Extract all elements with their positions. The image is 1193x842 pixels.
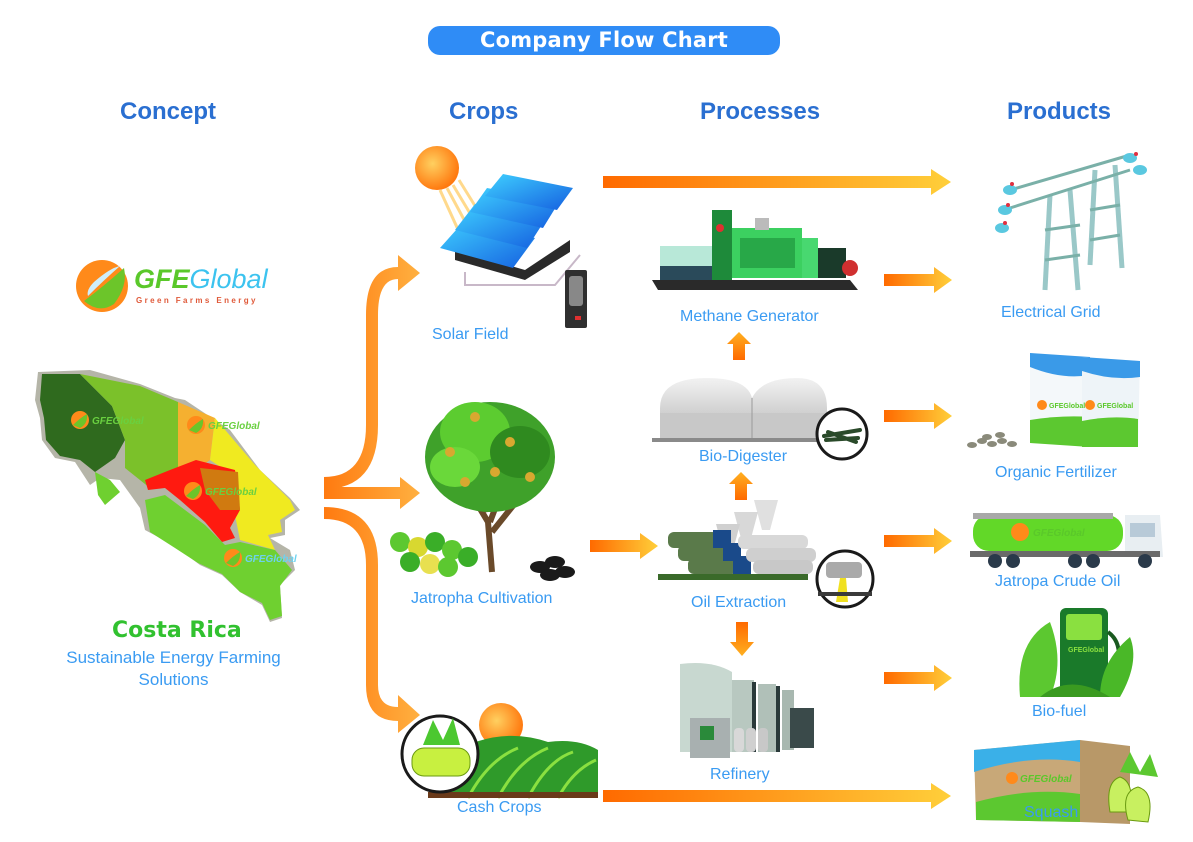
svg-text:GFEGlobal: GFEGlobal [1097,403,1133,410]
svg-text:GFEGlobal: GFEGlobal [205,487,257,498]
arrow-solar-to-grid [603,169,951,195]
costa-rica-label: Costa Rica [112,618,242,643]
power-tower-icon [995,152,1147,291]
arrow-biodigester-to-methane [727,332,751,360]
process-label-methane-generator: Methane Generator [680,308,819,325]
crop-label-jatropha: Jatropha Cultivation [411,590,553,607]
concept-brace-arrows [324,255,420,733]
map-region-south [145,495,292,620]
svg-text:GFEGlobal: GFEGlobal [208,421,260,432]
concept-description-line1: Sustainable Energy Farming [66,648,281,667]
product-label-jatropa-crude-oil: Jatropa Crude Oil [995,573,1121,590]
solar-panel-icon [415,146,587,328]
svg-text:GFEGlobal: GFEGlobal [1049,403,1085,410]
map-region-central-north [178,402,215,470]
process-label-bio-digester: Bio-Digester [699,448,788,465]
concept-description: Sustainable Energy Farming Solutions [36,647,311,691]
jatropha-tree-icon [390,402,575,581]
column-header-concept: Concept [120,98,216,125]
gfe-globe-icon [76,260,128,312]
digester-tank-icon [652,378,832,442]
fuel-pump-icon: GFEGlobal [1019,608,1134,697]
map-logo-markers: GFEGlobal GFEGlobal GFEGlobal GFEGlobal [71,411,297,567]
column-header-crops: Crops [449,98,519,125]
arrow-to-jatropha [324,477,420,509]
tanker-truck-icon: GFEGlobal [970,513,1163,568]
farm-field-icon [400,703,598,799]
arrow-methane-to-grid [884,267,952,293]
svg-text:GFEGlobal: GFEGlobal [92,416,144,427]
svg-text:GFEGlobal: GFEGlobal [245,554,297,565]
arrow-biodigester-to-fertilizer [884,403,952,429]
oil-drip-circle-icon [815,549,875,609]
logo-brand-primary: GFE [134,264,190,294]
sun-icon [415,146,459,190]
jatropha-seeds [530,556,575,581]
concept-description-line2: Solutions [138,670,209,689]
costa-rica-map: GFEGlobal GFEGlobal GFEGlobal GFEGlobal [35,370,300,622]
arrow-oil-to-refinery [730,622,754,656]
biomass-circle-icon [815,407,869,461]
svg-text:GFEGlobal: GFEGlobal [1020,774,1072,785]
svg-text:GFEGlobal: GFEGlobal [1033,528,1085,539]
product-label-electrical-grid: Electrical Grid [1001,304,1101,321]
product-label-squash: Squash [1024,804,1079,821]
page-title: Company Flow Chart [428,26,780,55]
crop-label-solar-field: Solar Field [432,326,509,343]
svg-text:GFEGlobal: GFEGlobal [1068,647,1104,654]
arrow-refinery-to-biofuel [884,665,952,691]
column-header-products: Products [1007,98,1112,125]
oil-press-icon [658,500,816,580]
crop-label-cash-crops: Cash Crops [457,799,542,816]
product-label-organic-fertilizer: Organic Fertilizer [995,464,1117,481]
arrow-to-solar-field [324,255,420,489]
arrow-jatropha-to-oil [590,533,658,559]
generator-icon [652,210,858,290]
arrow-oil-to-crude [884,528,952,554]
arrow-oil-to-biodigester [729,472,753,500]
gfe-global-logo: GFEGlobal Green Farms Energy [74,256,294,316]
logo-brand-secondary: Global [189,264,268,294]
arrow-cash-to-squash [603,783,951,809]
product-label-bio-fuel: Bio-fuel [1032,703,1087,720]
column-header-processes: Processes [700,98,821,125]
map-region-north [80,374,178,488]
process-label-refinery: Refinery [710,766,770,783]
refinery-icon [680,663,814,758]
jatropha-fruits [390,532,478,577]
fertilizer-bag-icon: GFEGlobal GFEGlobal [967,353,1140,448]
map-region-east [210,418,295,550]
arrow-to-cash-crops [324,507,420,733]
process-label-oil-extraction: Oil Extraction [691,594,787,611]
produce-box-icon: GFEGlobal [974,740,1158,824]
logo-tagline: Green Farms Energy [136,296,258,305]
